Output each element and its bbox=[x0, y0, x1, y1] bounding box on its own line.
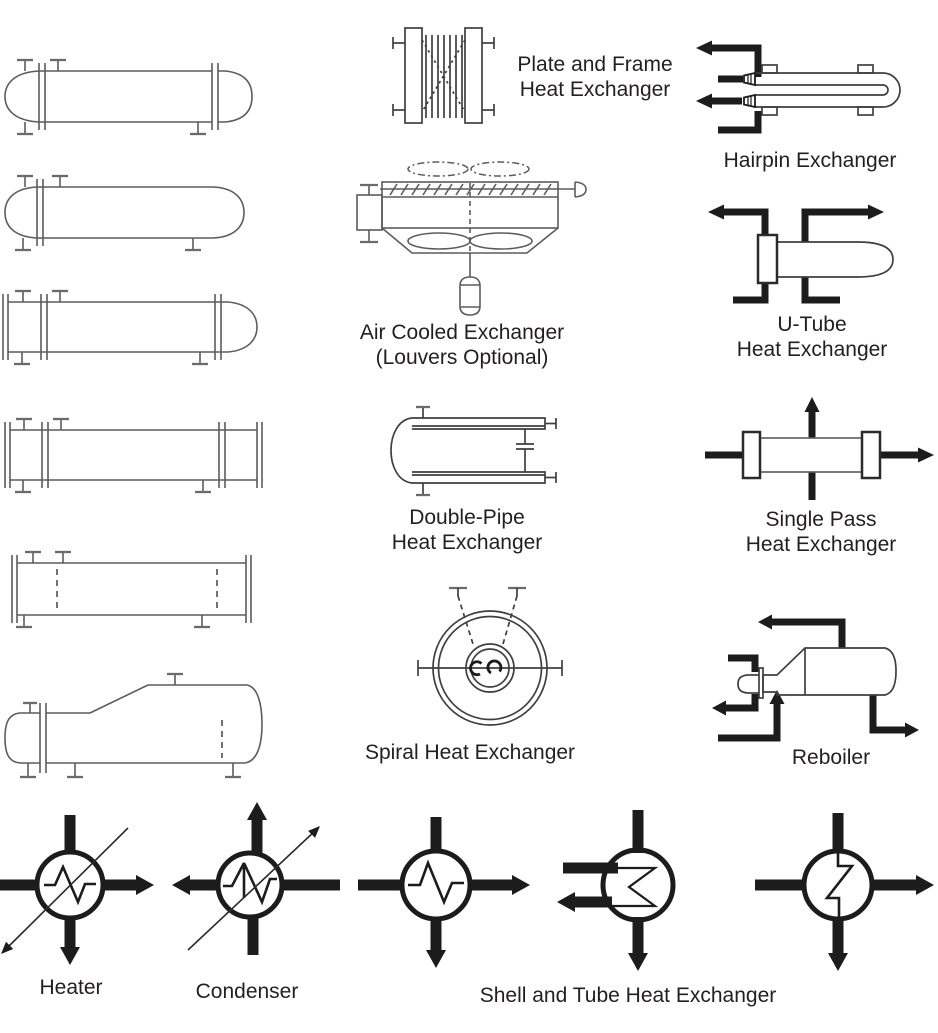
shell-tube-symbol-basic-icon bbox=[358, 817, 530, 968]
air-cooled-label-line2: (Louvers Optional) bbox=[375, 346, 549, 369]
heater-label: Heater bbox=[0, 975, 142, 1000]
shell-tube-label-line1: Shell and Tube Heat Exchanger bbox=[479, 984, 777, 1007]
reboiler-label-line1: Reboiler bbox=[791, 746, 871, 769]
shell-and-tube-flat-end-bonnet-icon bbox=[2, 289, 258, 366]
plate-frame-label: Plate and Frame Heat Exchanger bbox=[495, 52, 695, 102]
condenser-label-line1: Condenser bbox=[195, 980, 299, 1003]
air-cooled-exchanger-icon bbox=[356, 161, 587, 316]
u-tube-label-line2: Heat Exchanger bbox=[736, 338, 888, 361]
spiral-label-line1: Spiral Heat Exchanger bbox=[364, 741, 576, 764]
shell-and-tube-flat-both-ends-icon bbox=[4, 417, 263, 494]
shell-and-tube-removable-bundle-icon bbox=[11, 550, 252, 629]
single-pass-label-line1: Single Pass bbox=[765, 508, 877, 531]
double-pipe-label: Double-Pipe Heat Exchanger bbox=[357, 505, 577, 555]
u-tube-exchanger-icon bbox=[708, 204, 894, 304]
single-pass-label: Single Pass Heat Exchanger bbox=[711, 507, 931, 557]
heater-label-line1: Heater bbox=[39, 976, 103, 999]
u-tube-label-line1: U-Tube bbox=[777, 313, 847, 336]
shell-and-tube-bonnet-both-ends-icon bbox=[4, 58, 253, 136]
u-tube-label: U-Tube Heat Exchanger bbox=[702, 312, 922, 362]
plate-frame-label-line2: Heat Exchanger bbox=[519, 78, 671, 101]
plate-and-frame-exchanger-icon bbox=[392, 27, 495, 124]
double-pipe-exchanger-icon bbox=[390, 405, 557, 497]
hairpin-exchanger-icon bbox=[696, 40, 901, 134]
plate-frame-label-line1: Plate and Frame bbox=[517, 53, 673, 76]
double-pipe-label-line2: Heat Exchanger bbox=[391, 531, 543, 554]
spiral-label: Spiral Heat Exchanger bbox=[345, 740, 595, 765]
reboiler-label: Reboiler bbox=[731, 745, 931, 770]
shell-and-tube-integral-head-icon bbox=[4, 174, 245, 252]
single-pass-label-line2: Heat Exchanger bbox=[745, 533, 897, 556]
reboiler-icon bbox=[712, 614, 919, 742]
condenser-label: Condenser bbox=[157, 979, 337, 1004]
hairpin-label-line1: Hairpin Exchanger bbox=[723, 149, 897, 172]
shell-tube-symbol-bundle-icon bbox=[557, 810, 676, 971]
air-cooled-label: Air Cooled Exchanger (Louvers Optional) bbox=[332, 320, 592, 370]
single-pass-exchanger-icon bbox=[705, 397, 934, 500]
kettle-type-exchanger-icon bbox=[4, 672, 263, 779]
air-cooled-label-line1: Air Cooled Exchanger bbox=[359, 321, 565, 344]
shell-tube-label: Shell and Tube Heat Exchanger bbox=[438, 983, 818, 1008]
shell-tube-symbol-vertical-icon bbox=[755, 813, 934, 971]
spiral-exchanger-icon bbox=[417, 586, 563, 726]
double-pipe-label-line1: Double-Pipe bbox=[409, 506, 525, 529]
heater-symbol-icon bbox=[0, 815, 154, 965]
hairpin-label: Hairpin Exchanger bbox=[700, 148, 920, 173]
condenser-symbol-icon bbox=[172, 802, 340, 955]
